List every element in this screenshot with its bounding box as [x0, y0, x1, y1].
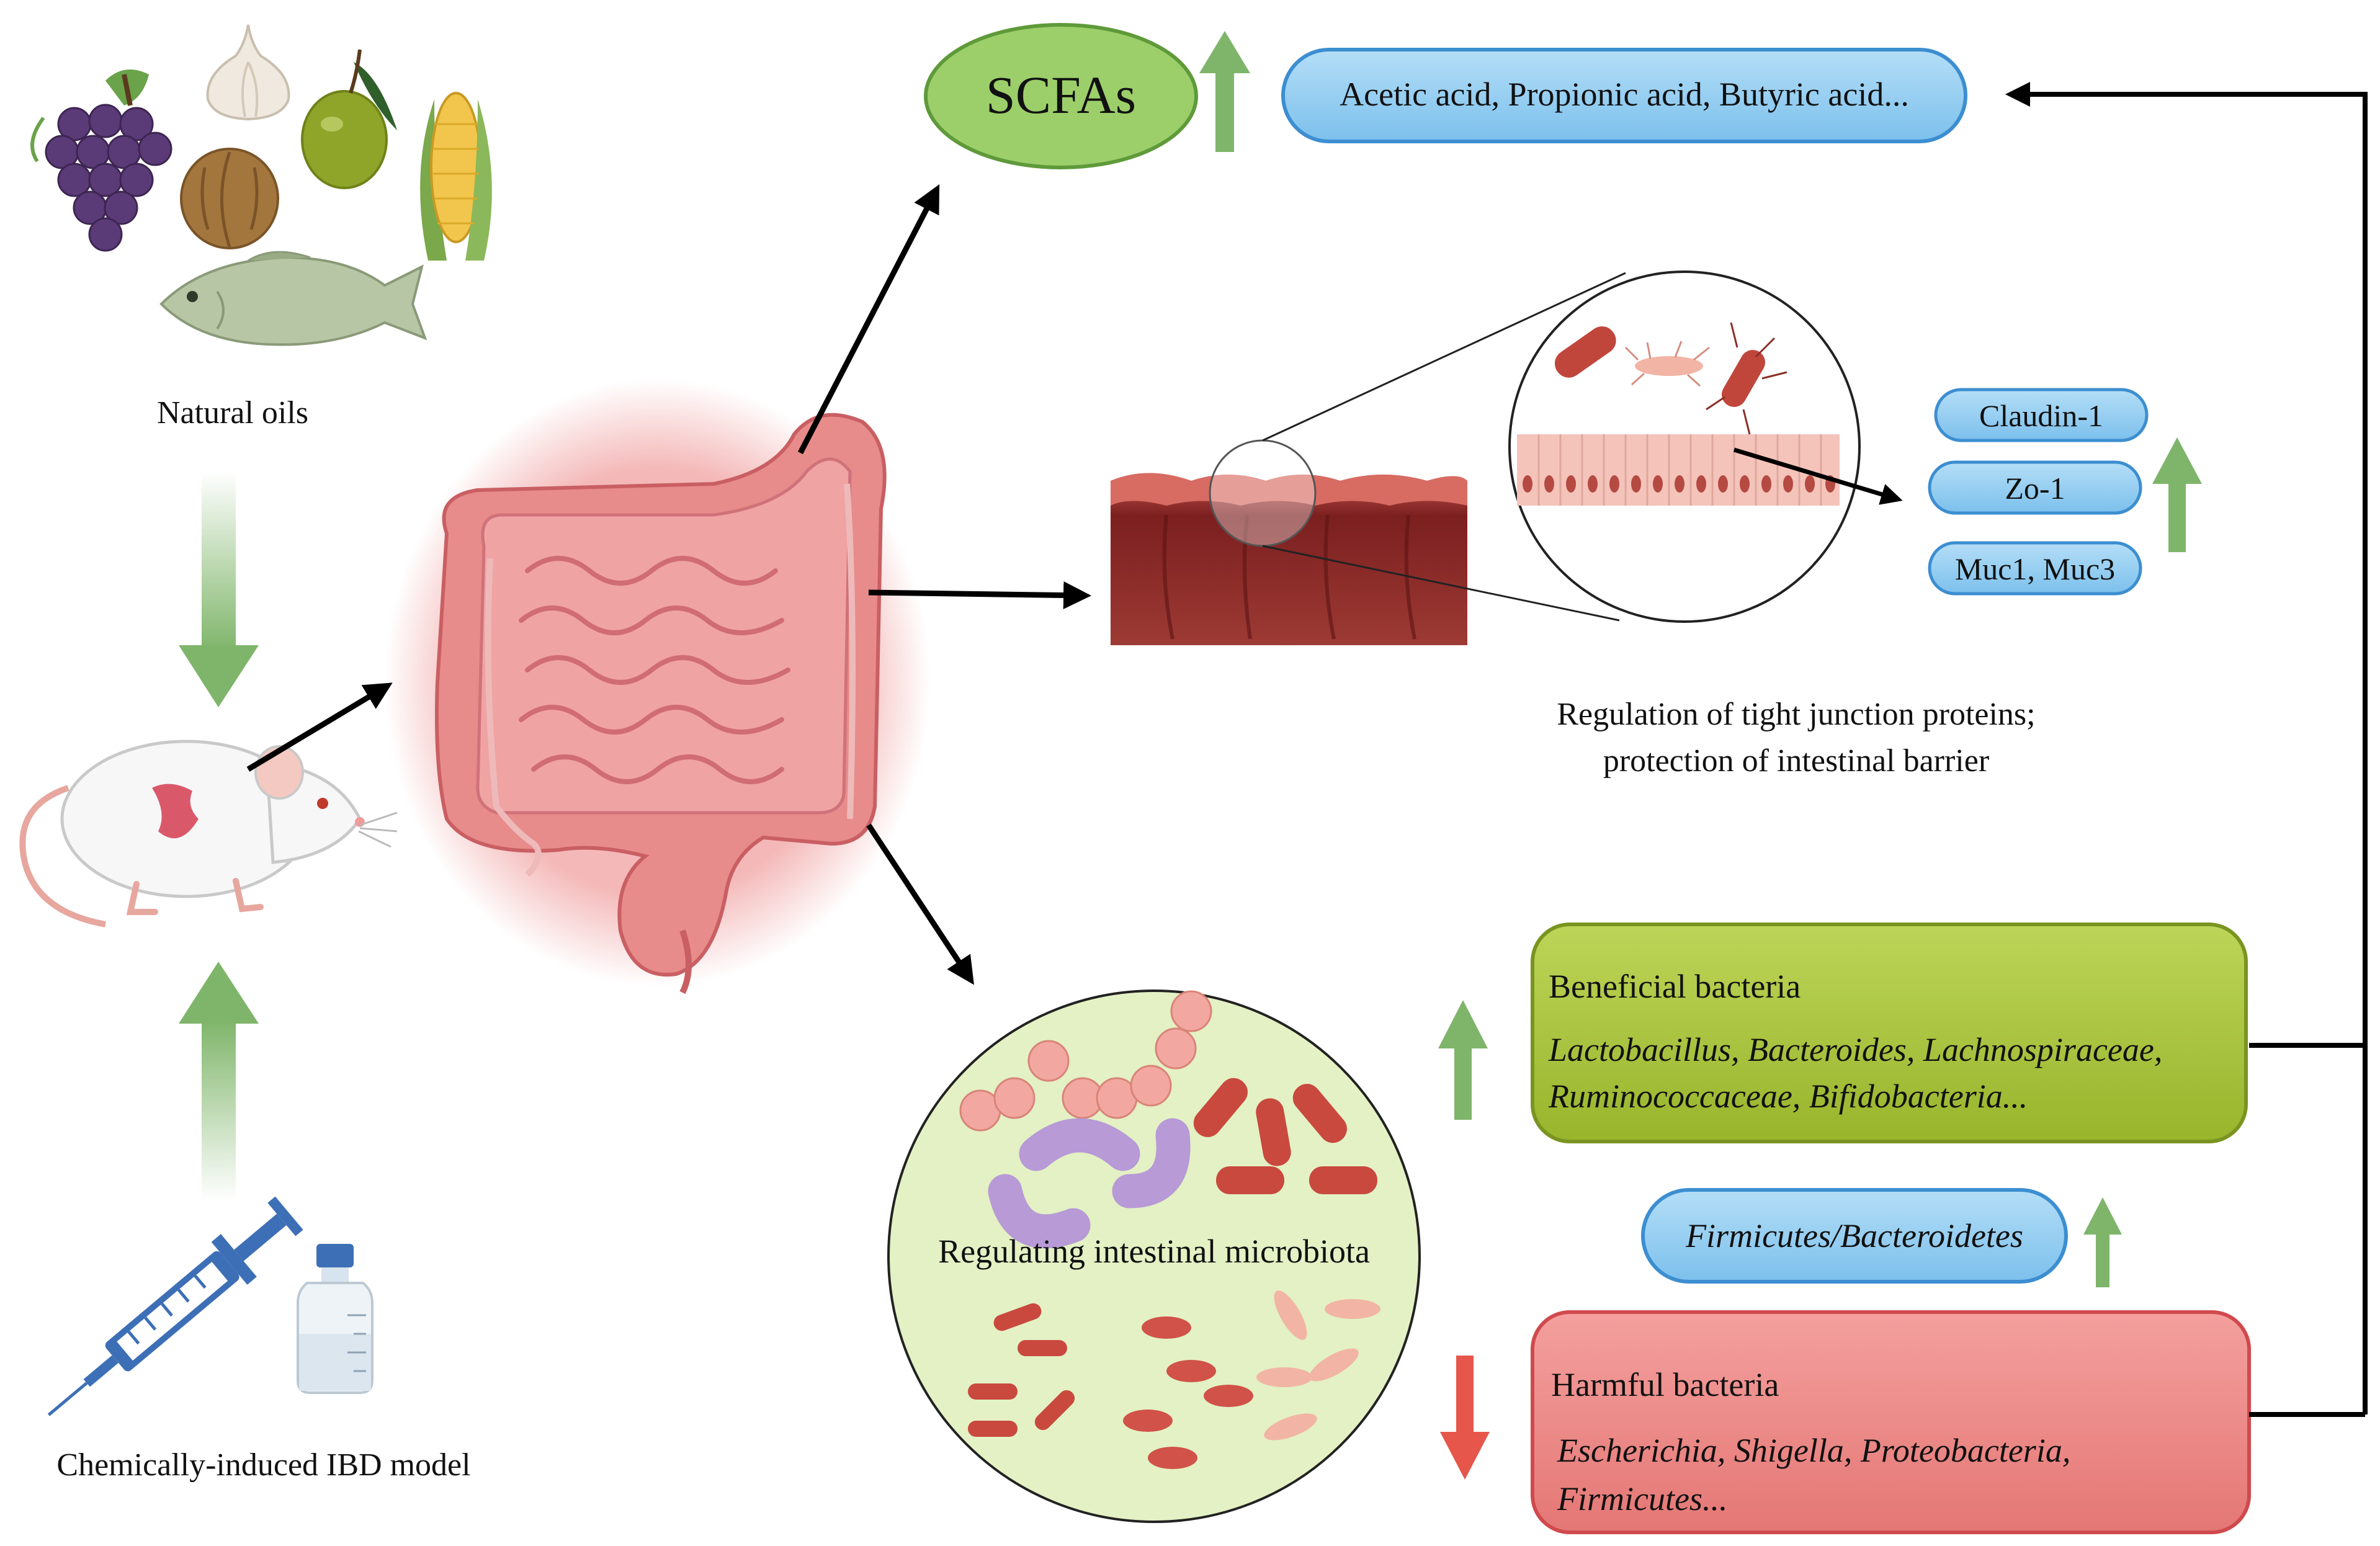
vial-icon [297, 1244, 374, 1394]
beneficial-line1: Lactobacillus, Bacteroides, Lachnospirac… [1548, 1031, 2162, 1068]
mouse-icon [19, 739, 398, 927]
beneficial-title: Beneficial bacteria [1549, 968, 1801, 1005]
fish-icon [159, 251, 427, 346]
beneficial-box: Beneficial bacteria Lactobacillus, Bacte… [1531, 923, 2248, 1143]
claudin-pill: Claudin-1 [1934, 388, 2149, 442]
muc-label: Muc1, Muc3 [1955, 552, 2115, 586]
colon-section-icon [1111, 270, 1861, 645]
ratio-pill: Firmicutes/Bacteroidetes [1641, 1188, 2068, 1284]
ratio-label: Firmicutes/Bacteroidetes [1685, 1217, 2023, 1254]
microbiota-label: Regulating intestinal microbiota [938, 1233, 1370, 1270]
epithelial-cells [1517, 434, 1840, 506]
zo1-pill: Zo-1 [1928, 460, 2142, 515]
harmful-box: Harmful bacteria Escherichia, Shigella, … [1531, 1310, 2251, 1534]
harmful-line2: Firmicutes... [1557, 1480, 1727, 1517]
harmful-title: Harmful bacteria [1551, 1366, 1779, 1403]
walnut-icon [180, 148, 279, 249]
grapes-icon [30, 69, 172, 252]
syringe-icon [47, 1196, 303, 1416]
scfas-label: SCFAs [986, 65, 1136, 125]
bacteria-icon [1554, 322, 1787, 435]
up-arrow-scfas [1199, 31, 1250, 152]
intestine-icon [385, 378, 931, 994]
tight-junction-line2: protection of intestinal barrier [1603, 743, 1989, 779]
garlic-icon [206, 24, 290, 121]
microbiota-circle: Regulating intestinal microbiota [887, 990, 1421, 1523]
connector-arrows [246, 184, 1903, 985]
up-arrow-ratio [2083, 1197, 2122, 1287]
up-arrow-tight-junction [2152, 437, 2202, 552]
scfas-oval: SCFAs [924, 23, 1198, 169]
natural-oils-label: Natural oils [157, 395, 308, 431]
down-arrow-harmful [1440, 1356, 1490, 1480]
scfa-types-pill: Acetic acid, Propionic acid, Butyric aci… [1281, 48, 1967, 143]
up-arrow-ibd [179, 962, 259, 1200]
claudin-label: Claudin-1 [1979, 398, 2103, 433]
up-arrow-beneficial [1438, 1000, 1488, 1120]
bacteria-cluster [959, 990, 1380, 1469]
down-arrow-oils [179, 471, 259, 707]
tight-junction-line1: Regulation of tight junction proteins; [1557, 697, 2035, 732]
olive-icon [301, 49, 397, 189]
beneficial-line2: Ruminococcaceae, Bifidobacteria... [1548, 1078, 2028, 1115]
corn-icon [420, 92, 492, 261]
muc-pill: Muc1, Muc3 [1928, 541, 2142, 596]
feedback-connector [2005, 82, 2368, 1417]
harmful-line1: Escherichia, Shigella, Proteobacteria, [1557, 1432, 2070, 1469]
zo1-label: Zo-1 [2005, 471, 2065, 506]
ibd-model-label: Chemically-induced IBD model [56, 1447, 470, 1483]
scfa-types-label: Acetic acid, Propionic acid, Butyric aci… [1340, 76, 1909, 113]
